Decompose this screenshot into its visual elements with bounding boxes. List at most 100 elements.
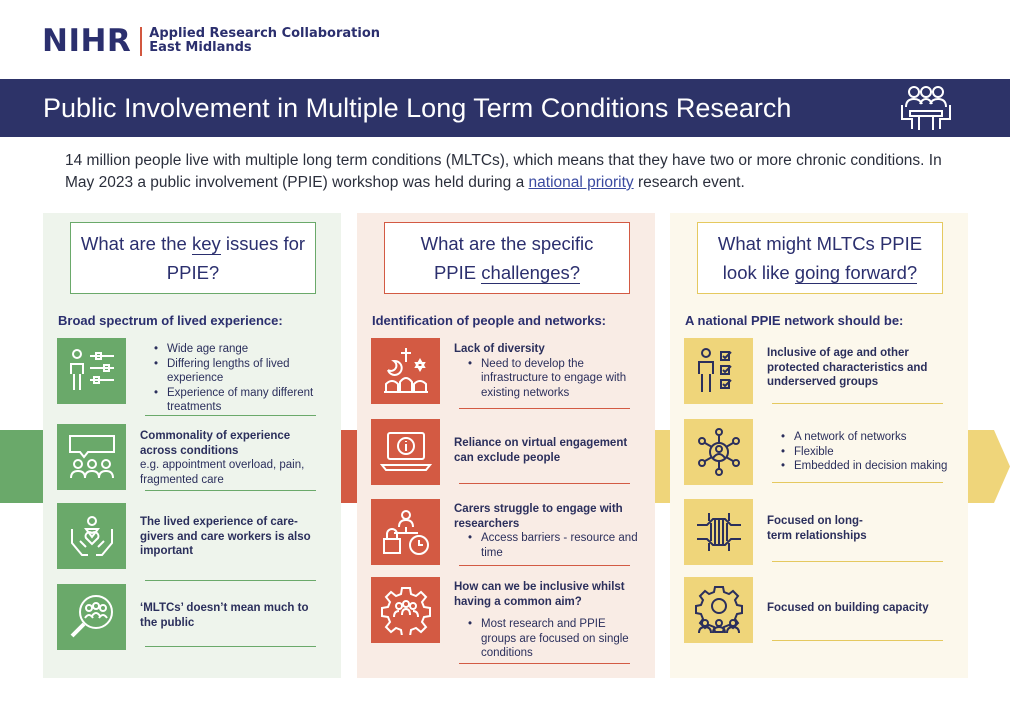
divider — [772, 561, 943, 562]
list-item: Reliance on virtual engagement can exclu… — [371, 419, 641, 499]
column-subheading: Broad spectrum of lived experience: — [58, 313, 283, 328]
item-text: Focused on building capacity — [767, 601, 952, 616]
divider — [459, 565, 630, 566]
bullet: Flexible — [781, 445, 952, 460]
intro-text-end: research event. — [633, 174, 745, 191]
item-text: How can we be inclusive whilst having a … — [454, 580, 634, 661]
item-text: Carers struggle to engage with researche… — [454, 502, 639, 560]
item-text: Lack of diversity Need to develop the in… — [454, 342, 639, 400]
item-title: Focused on building capacity — [767, 602, 929, 614]
icon-tile — [684, 577, 753, 643]
icon-tile — [57, 503, 126, 569]
network-nodes-icon — [697, 428, 740, 476]
question-box-key-issues: What are the key issues for PPIE? — [70, 222, 316, 294]
item-title: Commonality of experience across conditi… — [140, 430, 291, 457]
item-text: Inclusive of age and other protected cha… — [767, 346, 952, 390]
bullet: Wide age range — [154, 342, 315, 357]
item-title: Lack of diversity — [454, 343, 545, 355]
list-item: Carers struggle to engage with researche… — [371, 499, 641, 579]
item-text: Focused on long-term relationships — [767, 514, 952, 543]
question-underlined: challenges? — [481, 262, 581, 284]
right-arrow-icon — [968, 430, 1010, 503]
national-priority-link[interactable]: national priority — [528, 174, 634, 191]
item-title: Focused on long-term relationships — [767, 515, 867, 542]
list-item: How can we be inclusive whilst having a … — [371, 577, 641, 667]
icon-tile — [57, 424, 126, 490]
gear-people-icon — [380, 587, 431, 635]
left-green-tab — [0, 430, 43, 503]
bullet-list: Access barriers - resource and time — [454, 531, 639, 560]
divider — [772, 482, 943, 483]
list-item: Focused on long-term relationships — [684, 499, 954, 579]
list-item: Wide age range Differing lengths of live… — [57, 338, 327, 420]
list-item: Focused on building capacity — [684, 577, 954, 657]
logo-line1: Applied Research Collaboration — [149, 26, 381, 41]
column-challenges: What are the specific PPIE challenges? I… — [357, 213, 655, 678]
item-title: ‘MLTCs’ doesn’t mean much to the public — [140, 602, 309, 629]
item-text: A network of networks Flexible Embedded … — [767, 430, 952, 474]
magnifier-people-icon — [70, 595, 113, 638]
question-part: PPIE — [433, 262, 482, 283]
list-item: The lived experience of care-givers and … — [57, 503, 327, 583]
item-title: Carers struggle to engage with researche… — [454, 503, 623, 530]
logo-mark: NIHR — [42, 23, 132, 59]
page-title: Public Involvement in Multiple Long Term… — [43, 93, 792, 123]
red-connector — [341, 430, 357, 503]
lock-clock-person-icon — [382, 510, 429, 555]
gear-growth-people-icon — [694, 586, 743, 634]
column-subheading: Identification of people and networks: — [372, 313, 607, 328]
faith-symbols-icon — [383, 348, 428, 393]
intro-text-start: 14 million people live with multiple lon… — [65, 152, 942, 191]
item-text: The lived experience of care-givers and … — [140, 515, 320, 559]
list-item: Commonality of experience across conditi… — [57, 424, 327, 504]
item-text: Commonality of experience across conditi… — [140, 429, 320, 487]
divider — [459, 483, 630, 484]
question-text: What are the specific PPIE challenges? — [420, 229, 594, 287]
question-part: issues for PPIE? — [166, 233, 306, 283]
question-box-going-forward: What might MLTCs PPIE look like going fo… — [697, 222, 943, 294]
question-box-challenges: What are the specific PPIE challenges? — [384, 222, 630, 294]
question-part: What are the specific — [420, 233, 594, 254]
caring-hands-icon — [70, 516, 113, 556]
bullet: Experience of many different treatments — [154, 386, 315, 415]
column-key-issues: What are the key issues for PPIE? Broad … — [43, 213, 341, 678]
joined-hands-icon — [696, 513, 741, 551]
nihr-logo: NIHR Applied Research Collaboration East… — [42, 23, 380, 59]
column-going-forward: What might MLTCs PPIE look like going fo… — [670, 213, 968, 678]
bullet: Access barriers - resource and time — [468, 531, 639, 560]
bullet-list: Most research and PPIE groups are focuse… — [454, 617, 634, 661]
bullet-list: Need to develop the infrastructure to en… — [454, 357, 639, 401]
shared-speech-group-icon — [68, 435, 115, 479]
icon-tile — [371, 419, 440, 485]
list-item: Inclusive of age and other protected cha… — [684, 338, 954, 420]
divider — [145, 646, 316, 647]
item-text: Reliance on virtual engagement can exclu… — [454, 436, 639, 465]
logo-line2: East Midlands — [149, 40, 252, 55]
icon-tile — [684, 499, 753, 565]
item-title: The lived experience of care-givers and … — [140, 516, 311, 557]
bullet: Embedded in decision making — [781, 459, 952, 474]
title-banner: Public Involvement in Multiple Long Term… — [0, 79, 1010, 137]
yellow-connector — [655, 430, 670, 503]
bullet: Most research and PPIE groups are focuse… — [468, 617, 634, 661]
bullet: A network of networks — [781, 430, 952, 445]
person-with-sliders-icon — [69, 349, 114, 390]
divider — [459, 408, 630, 409]
laptop-info-icon — [379, 432, 432, 471]
logo-separator — [140, 26, 143, 56]
question-text: What are the key issues for PPIE? — [79, 229, 307, 287]
divider — [459, 663, 630, 664]
icon-tile — [57, 584, 126, 650]
people-around-table-icon — [901, 86, 951, 130]
question-underlined: going forward? — [794, 262, 918, 284]
list-item: A network of networks Flexible Embedded … — [684, 419, 954, 499]
list-item: ‘MLTCs’ doesn’t mean much to the public — [57, 584, 327, 664]
logo-text: Applied Research Collaboration East Midl… — [149, 27, 380, 55]
question-underlined: key — [191, 233, 221, 255]
bullet: Differing lengths of lived experience — [154, 357, 315, 386]
icon-tile — [371, 338, 440, 404]
divider — [772, 640, 943, 641]
divider — [145, 490, 316, 491]
intro-paragraph: 14 million people live with multiple lon… — [65, 150, 945, 194]
bullet-list: Wide age range Differing lengths of live… — [140, 342, 315, 415]
